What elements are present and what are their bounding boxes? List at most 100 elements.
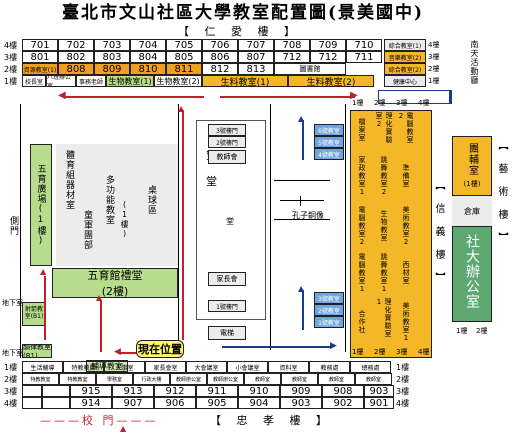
room-cell: 電腦教室1	[358, 252, 366, 294]
room-label: 綜合教室(2)	[388, 66, 422, 74]
label: 3號教室	[318, 295, 340, 303]
room-cell	[42, 397, 70, 409]
room-cell: 跳舞教室1	[380, 252, 388, 294]
elevator: 電梯	[208, 326, 246, 340]
stair-3: 3號樓門	[208, 124, 246, 136]
floor-label: 1樓	[4, 363, 18, 372]
room-cell	[42, 385, 70, 397]
label: 五育廣場	[35, 163, 46, 204]
room-cell: 901	[364, 397, 394, 409]
room-cell: 811	[166, 63, 202, 75]
room-cell: 802	[58, 51, 94, 63]
room-cell: 806	[202, 51, 238, 63]
label: 家長會	[216, 275, 238, 283]
floor-label: 2樓	[396, 375, 410, 384]
room-music-2: 音樂教室(2)	[384, 51, 426, 63]
room-cell: 教師辦公室	[170, 373, 207, 385]
floor-label: 1樓	[352, 348, 364, 356]
room-cell: 生料教室(2)	[288, 75, 374, 87]
current-position-marker: 現在位置	[136, 340, 184, 358]
room-cell: 美術教室1	[402, 301, 410, 343]
stair-2: 2號樓門	[208, 136, 246, 148]
room-cell: 903	[364, 385, 394, 397]
room-cell: 907	[112, 397, 154, 409]
room-cell: 813	[238, 63, 274, 75]
room-cell: 美術教室2	[402, 205, 410, 247]
floor-label: 2樓	[428, 65, 440, 73]
label: 3號樓門	[216, 127, 238, 135]
room-cell: 905	[196, 397, 238, 409]
floor-label: 3樓	[428, 53, 440, 61]
multi-function-label: 多功能教室	[104, 175, 114, 225]
page-title: 臺北市文山社區大學教室配置圖(景美國中)	[62, 3, 425, 23]
tang-label: 堂	[206, 175, 217, 188]
parents-assoc: 家長會	[208, 272, 246, 286]
room-cell: 學務室	[96, 373, 133, 385]
wuyu-hall-floor: (2樓)	[101, 285, 129, 298]
floor-label: 3樓	[396, 99, 408, 107]
room-cell: 電腦教室2	[397, 112, 414, 144]
room-cell: 教師室	[281, 373, 318, 385]
room-cell: 903	[280, 397, 322, 409]
room-label: 社大辦公室	[464, 234, 480, 309]
floor-label: 1樓	[352, 99, 364, 107]
room-cell: 915	[70, 385, 112, 397]
pingpong-label: 桌球區	[146, 185, 156, 215]
corridor-arrow-blue	[378, 90, 450, 104]
label: 6號教室	[318, 127, 340, 135]
side-gate-label: 側門	[8, 216, 18, 236]
confucius-statue-label: 孔子銅像	[292, 211, 324, 220]
floor-label: 1樓	[456, 327, 468, 335]
room-cell: 校長室	[22, 75, 46, 87]
room-cell: 708	[274, 39, 310, 51]
wuyu-plaza-label: 五育廣場(1樓)	[35, 164, 48, 247]
room-integrated-1: 綜合教室(1)	[384, 39, 426, 51]
warehouse: 倉庫	[452, 196, 492, 226]
wuyu-hall-label: 五育館禮堂	[87, 269, 143, 282]
room-label: 音樂教室(2)	[388, 54, 422, 62]
room-cell	[22, 385, 42, 397]
room-cell: 712	[274, 51, 310, 63]
room-cell: 910	[238, 385, 280, 397]
room-cell: 809	[94, 63, 130, 75]
label: (1樓)	[35, 203, 46, 247]
room-cell: 803	[94, 51, 130, 63]
room-rhythm-b1: 韻律教室(B1)	[22, 344, 52, 358]
floor-label: 2樓	[4, 65, 18, 74]
room-cell: 理化實驗室2	[375, 112, 393, 144]
classroom-5: 5號教室	[314, 136, 344, 148]
room-cell: 812	[202, 63, 238, 75]
room-label: 綜合教室(1)	[388, 42, 422, 50]
classroom-2: 2號教室	[314, 304, 344, 316]
floor-label: 1樓	[4, 77, 18, 86]
room-cell: 生活輔導	[22, 361, 63, 373]
room-cell: 檔案室	[358, 118, 366, 142]
room-integrated-2: 綜合教室(2)	[384, 63, 426, 75]
room-cell: 707	[238, 39, 274, 51]
counsel-room: 團輔室 (1樓)	[452, 136, 492, 196]
floor-label: 2樓	[4, 375, 18, 384]
room-cell: 生物教室	[380, 210, 388, 242]
room-cell: 702	[58, 39, 94, 51]
room-cell: 小會議室	[227, 361, 268, 373]
room-label: 韻律教室(B1)	[23, 344, 51, 358]
classroom-3: 3號教室	[314, 292, 344, 304]
room-cell: 805	[166, 51, 202, 63]
floor-label: 4樓	[4, 41, 18, 50]
floor-label: 2樓	[374, 99, 386, 107]
society-office: 社大辦公室	[452, 226, 492, 322]
room-label: 輔導教室	[91, 361, 123, 371]
room-cell: 西材室	[402, 261, 410, 285]
room-cell: 706	[202, 39, 238, 51]
label: 4號教室	[318, 151, 340, 159]
room-cell: 總務處	[350, 361, 391, 373]
room-cell: 人事室	[104, 361, 145, 373]
room-cell: 709	[310, 39, 346, 51]
room-health: 健康中心	[384, 75, 426, 87]
room-cell: 808	[58, 63, 94, 75]
floor-label: 3樓	[396, 348, 408, 356]
room-cell: 908	[322, 385, 364, 397]
room-cell: 教師室	[244, 373, 281, 385]
room-cell: 912	[154, 385, 196, 397]
room-cell: 跳舞教室2	[380, 155, 388, 197]
